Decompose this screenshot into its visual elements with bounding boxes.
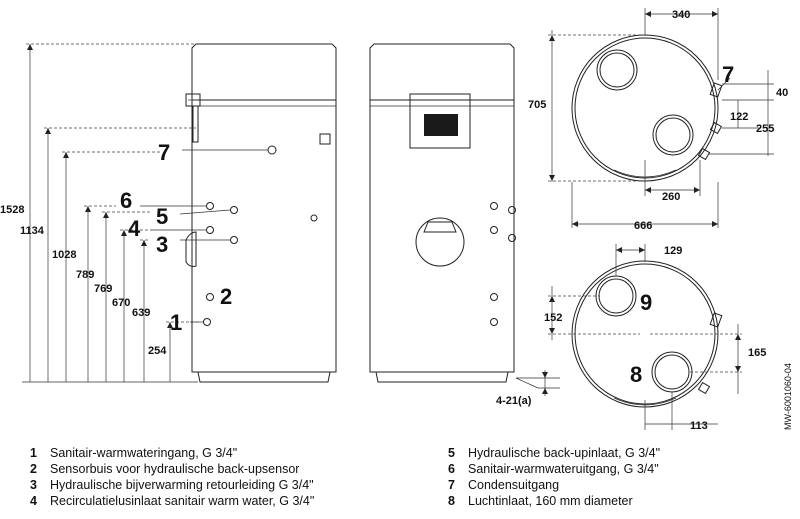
side-connection-4 xyxy=(206,226,214,234)
height-769: 769 xyxy=(94,283,112,295)
side-bracket-arm xyxy=(192,105,199,143)
height-670: 670 xyxy=(112,297,130,309)
side-vent-square xyxy=(319,133,331,145)
top-dim-255: 255 xyxy=(756,123,774,135)
bottom-dim-165: 165 xyxy=(748,347,766,359)
side-connection-6 xyxy=(206,202,214,210)
side-connection-1 xyxy=(203,318,211,326)
callout-9-bottom: 9 xyxy=(640,290,652,315)
height-254: 254 xyxy=(148,345,167,357)
front-view xyxy=(369,43,516,383)
side-base xyxy=(197,371,331,383)
top-dim-340: 340 xyxy=(672,9,690,21)
front-control-panel xyxy=(409,93,471,149)
top-air-outlet xyxy=(596,49,638,91)
callout-4-side: 4 xyxy=(128,216,141,241)
front-handle-grip xyxy=(423,221,457,233)
side-connection-5 xyxy=(230,206,238,214)
top-air-inlet xyxy=(652,114,694,156)
top-dim-260: 260 xyxy=(662,191,680,203)
height-1134: 1134 xyxy=(20,225,45,237)
top-dim-666: 666 xyxy=(634,220,652,232)
height-639: 639 xyxy=(132,307,150,319)
callout-3-side: 3 xyxy=(156,232,168,257)
top-dim-705: 705 xyxy=(528,99,546,111)
front-base xyxy=(375,371,509,383)
bottom-dim-4-21a: 4-21(a) xyxy=(496,395,532,407)
height-789: 789 xyxy=(76,269,94,281)
callout-7-side: 7 xyxy=(158,140,170,165)
side-sensor-port xyxy=(310,214,318,222)
height-1528: 1528 xyxy=(0,204,24,216)
callout-1-side: 1 xyxy=(170,310,182,335)
side-connection-7 xyxy=(267,145,277,155)
side-top-housing xyxy=(191,43,337,101)
bottom-dim-129: 129 xyxy=(664,245,682,257)
height-1028: 1028 xyxy=(52,249,76,261)
side-handle xyxy=(185,231,197,267)
top-view: 340 705 40 122 255 260 666 7 xyxy=(528,8,788,232)
side-view: 1528 1134 1028 789 769 670 639 254 7 6 5… xyxy=(0,43,337,383)
callout-7-top: 7 xyxy=(722,62,734,87)
callout-2-side: 2 xyxy=(220,284,232,309)
side-connection-2 xyxy=(206,293,214,301)
document-reference: MW-6001060-04 xyxy=(783,363,793,430)
side-connection-3 xyxy=(230,236,238,244)
callout-8-bottom: 8 xyxy=(630,362,642,387)
bottom-port-9 xyxy=(595,275,637,317)
front-tank-body xyxy=(369,99,515,373)
top-outline xyxy=(571,34,719,182)
bottom-view: 129 152 165 113 4-21(a) 9 8 xyxy=(496,244,766,432)
top-dim-40: 40 xyxy=(776,87,788,99)
front-handle-recess xyxy=(415,217,465,267)
front-top-housing xyxy=(369,43,515,101)
top-dim-122: 122 xyxy=(730,111,748,123)
front-display-screen xyxy=(424,114,458,136)
side-tank-body xyxy=(191,99,337,373)
callout-5-side: 5 xyxy=(156,204,168,229)
bottom-dim-152: 152 xyxy=(544,312,562,324)
bottom-dim-113: 113 xyxy=(690,420,708,432)
bottom-port-8 xyxy=(651,351,693,393)
callout-6-side: 6 xyxy=(120,188,132,213)
